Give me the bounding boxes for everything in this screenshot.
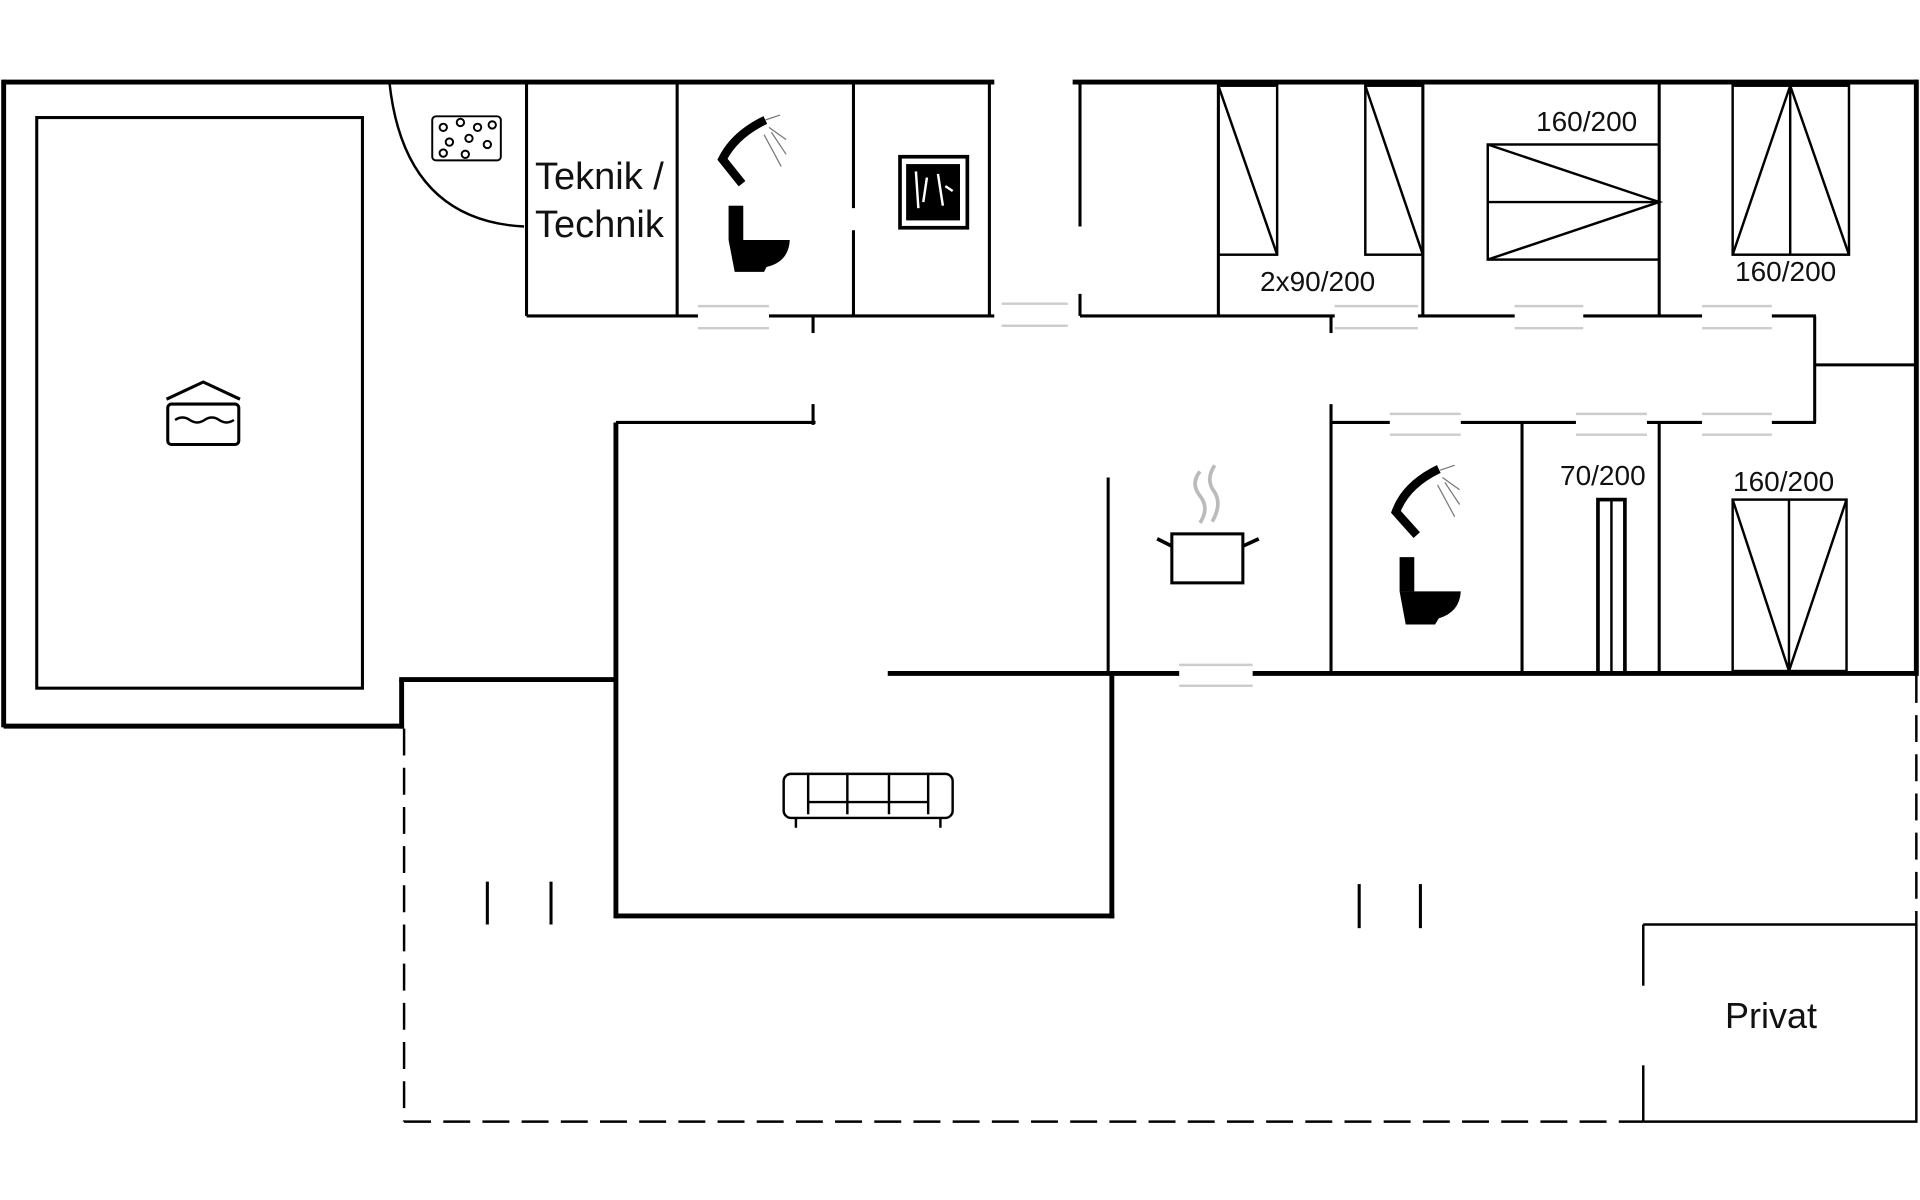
outer-walls — [1, 79, 1919, 919]
toilet-icon — [728, 205, 790, 272]
sauna-icon — [898, 154, 970, 230]
technical-room-label: Teknik / Technik — [535, 153, 664, 249]
whirlpool-icon — [431, 115, 502, 162]
shower-icon — [717, 114, 787, 187]
bed-size-label: 2x90/200 — [1260, 266, 1376, 297]
private-area — [1642, 923, 1918, 1123]
bed-size-label: 160/200 — [1536, 106, 1638, 137]
bed-size-label: 160/200 — [1733, 466, 1835, 497]
beds — [1217, 81, 1851, 676]
toilet-icon — [1399, 557, 1461, 625]
door-openings — [697, 302, 1772, 687]
pool-icon — [165, 380, 241, 447]
technical-label-line1: Teknik / — [535, 156, 664, 198]
bed-size-label: 70/200 — [1560, 460, 1646, 491]
sofa-icon — [782, 772, 954, 828]
kitchen-pot-icon — [1156, 464, 1260, 585]
private-area-label: Privat — [1725, 995, 1818, 1036]
technical-label-line2: Technik — [535, 204, 664, 246]
pool — [35, 116, 364, 690]
terrace-outline — [402, 675, 1918, 1123]
shower-icon — [1391, 464, 1461, 538]
bed-size-label: 160/200 — [1735, 256, 1837, 287]
terrace-steps — [485, 881, 1422, 929]
